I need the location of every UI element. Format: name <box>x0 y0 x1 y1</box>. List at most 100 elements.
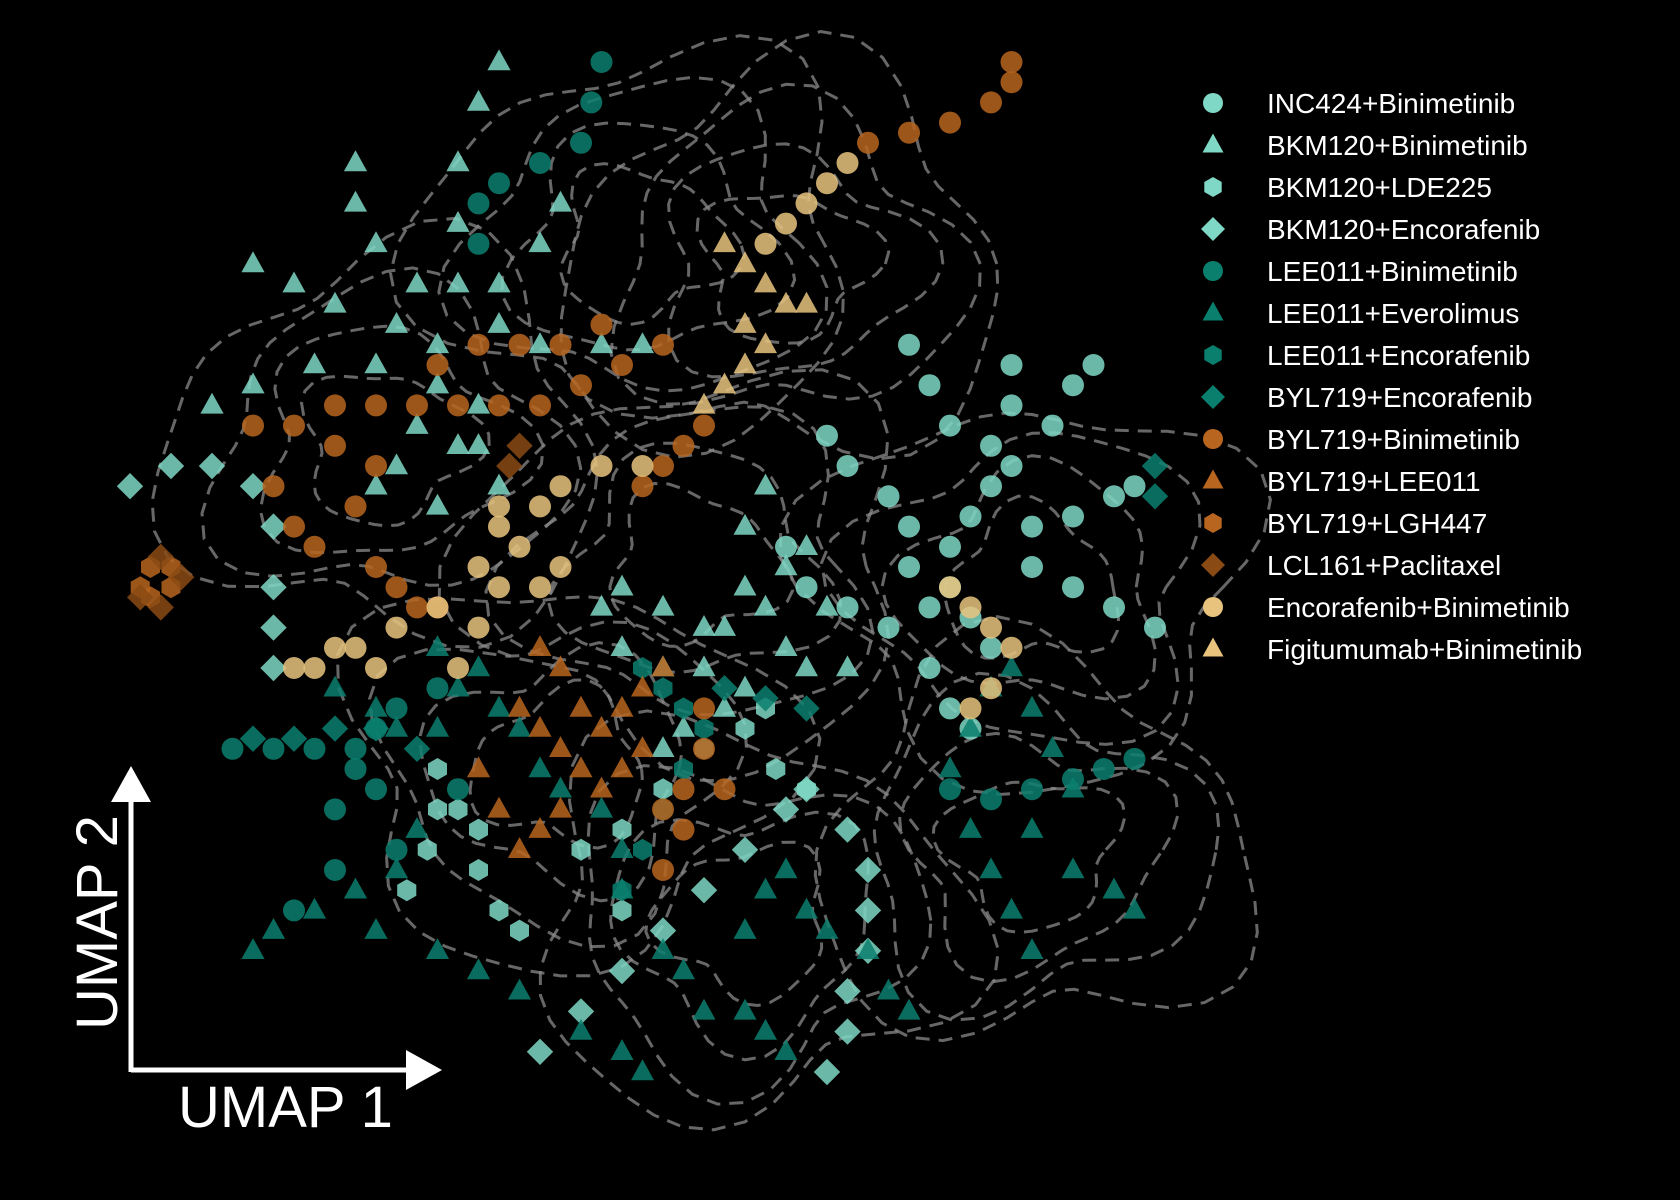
data-point <box>428 758 447 780</box>
data-point <box>959 505 982 528</box>
legend-marker <box>1202 301 1224 321</box>
density-contour-line <box>586 764 933 1106</box>
data-point <box>590 455 613 477</box>
data-point <box>567 998 595 1025</box>
legend-marker <box>1204 177 1222 197</box>
data-point <box>324 394 346 417</box>
data-point <box>528 231 552 253</box>
data-point <box>466 756 491 778</box>
density-contour-line <box>898 731 1180 984</box>
data-point <box>157 452 185 480</box>
data-point <box>1021 515 1043 538</box>
data-point <box>1141 452 1169 480</box>
data-point <box>815 594 839 616</box>
data-point <box>467 616 490 639</box>
data-point <box>939 111 961 134</box>
data-point <box>836 455 859 477</box>
data-point <box>693 737 715 760</box>
data-point <box>754 473 777 495</box>
density-contour-line <box>500 121 797 352</box>
data-point <box>405 413 429 434</box>
data-point <box>918 596 941 619</box>
data-point <box>631 1059 654 1081</box>
series-group <box>466 635 675 858</box>
density-contour-line <box>880 454 1157 701</box>
data-point <box>731 836 759 863</box>
legend-marker <box>1201 385 1225 409</box>
data-point <box>506 432 533 459</box>
data-point <box>713 695 736 717</box>
legend-label: BYL719+Encorafenib <box>1267 382 1532 413</box>
data-point <box>324 636 346 659</box>
data-point <box>1041 736 1064 757</box>
data-point <box>489 899 509 922</box>
data-point <box>652 798 674 821</box>
legend-marker <box>1204 513 1222 533</box>
series-group <box>692 231 818 414</box>
data-point <box>425 332 450 354</box>
legend-marker <box>1203 429 1223 449</box>
data-point <box>633 838 652 861</box>
data-point <box>813 1058 841 1086</box>
data-point <box>428 798 447 821</box>
data-point <box>487 49 511 71</box>
data-point <box>569 1018 593 1040</box>
legend-marker <box>1203 261 1223 281</box>
data-point <box>898 121 920 144</box>
data-point <box>302 897 327 919</box>
data-point <box>239 473 267 500</box>
data-point <box>795 192 818 215</box>
data-point <box>692 392 716 414</box>
data-point <box>959 715 982 737</box>
data-point <box>446 271 470 293</box>
data-point <box>570 131 592 154</box>
data-point <box>898 556 920 578</box>
data-point <box>496 452 523 480</box>
data-point <box>959 596 982 619</box>
series-group <box>127 432 533 621</box>
data-point <box>918 657 941 679</box>
data-point <box>570 374 592 397</box>
data-point <box>447 657 469 679</box>
data-point <box>260 614 287 641</box>
data-point <box>631 475 654 498</box>
data-point <box>898 515 920 538</box>
data-point <box>1000 655 1023 677</box>
data-point <box>733 312 757 333</box>
data-point <box>590 715 613 737</box>
data-point <box>147 594 174 621</box>
data-point <box>425 938 450 959</box>
data-point <box>446 211 470 232</box>
data-point <box>507 837 531 858</box>
data-point <box>510 919 529 942</box>
data-point <box>713 231 736 253</box>
data-point <box>549 776 572 798</box>
data-point <box>652 455 674 477</box>
data-point <box>549 796 572 818</box>
data-point <box>487 271 511 293</box>
legend-label: BKM120+Binimetinib <box>1267 130 1528 161</box>
legend-label: LEE011+Encorafenib <box>1267 340 1530 371</box>
data-point <box>241 938 265 959</box>
data-point <box>1000 71 1023 94</box>
data-point <box>774 1039 798 1060</box>
legend-marker <box>1201 217 1225 241</box>
data-point <box>980 636 1002 659</box>
data-point <box>733 675 757 697</box>
data-point <box>528 635 552 656</box>
data-point <box>283 657 305 679</box>
data-point <box>425 715 450 737</box>
data-point <box>344 636 367 659</box>
data-point <box>425 372 450 394</box>
density-contour-line <box>484 405 875 717</box>
data-point <box>262 475 285 498</box>
data-point <box>488 515 510 538</box>
data-point <box>754 1018 777 1040</box>
data-point <box>713 372 736 394</box>
data-point <box>651 736 675 757</box>
data-point <box>694 717 714 740</box>
data-point <box>260 513 287 540</box>
data-point <box>406 596 428 619</box>
data-point <box>405 817 429 838</box>
data-point <box>507 695 531 717</box>
